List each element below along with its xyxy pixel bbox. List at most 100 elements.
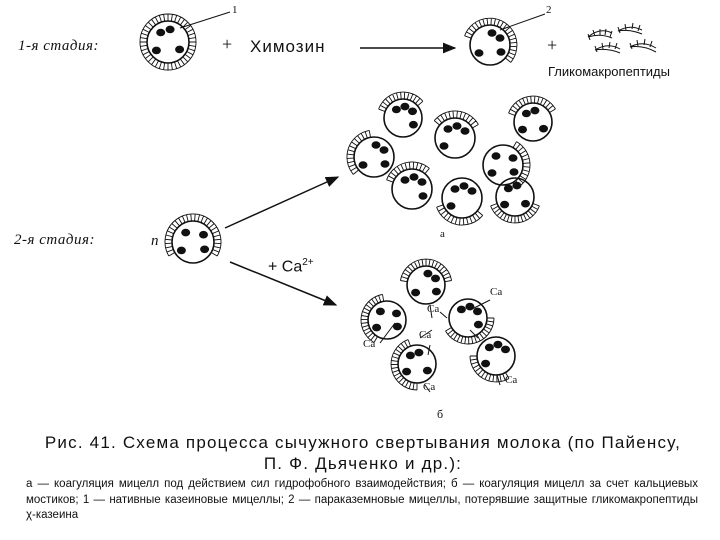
submicelle-blob — [501, 346, 510, 354]
submicelle-blob — [423, 367, 432, 375]
submicelle-blob — [400, 103, 409, 111]
submicelle-blob — [504, 185, 513, 193]
native-micelle — [140, 14, 196, 70]
submicelle-blob — [440, 142, 449, 150]
submicelle-blob — [381, 160, 390, 168]
kappa-casein-layer — [361, 294, 384, 342]
paracasein-micelle — [465, 18, 517, 65]
submicelle-blob — [497, 48, 506, 56]
submicelle-blob — [500, 201, 509, 209]
submicelle-blob — [156, 29, 165, 37]
submicelle-blob — [359, 161, 368, 169]
submicelle-blob — [401, 176, 410, 184]
submicelle-blob — [372, 141, 381, 149]
submicelle-blob — [376, 308, 385, 316]
kappa-casein-layer — [491, 204, 540, 224]
submicelle-blob — [406, 352, 415, 360]
micelle-count-n: n — [151, 233, 159, 250]
paracasein-micelle — [437, 178, 483, 225]
arrow-to-hydrophobic — [225, 177, 338, 228]
paracasein-micelle — [361, 294, 406, 342]
callout-2-leader — [500, 14, 545, 30]
calcium-ion-text: + Ca — [268, 258, 302, 275]
submicelle-blob — [492, 152, 501, 160]
callout-1-number: 1 — [232, 4, 238, 16]
submicelle-blob — [199, 231, 208, 239]
submicelle-blob — [444, 125, 453, 133]
submicelle-blob — [530, 107, 539, 115]
glycomacropeptide-fragments — [588, 23, 656, 53]
submicelle-blob — [468, 187, 477, 195]
submicelle-blob — [522, 110, 531, 118]
submicelle-blob — [409, 121, 418, 129]
plus-sign-1: + — [222, 34, 232, 55]
submicelle-blob — [521, 200, 530, 208]
submicelle-blob — [432, 288, 441, 296]
micelles-layer — [140, 14, 556, 390]
calcium-ion-label: + Ca2+ — [268, 257, 314, 276]
submicelle-blob — [518, 126, 527, 134]
submicelle-blob — [460, 182, 469, 190]
enzyme-chymosin-label: Химозин — [250, 37, 325, 57]
paracasein-micelle — [483, 142, 530, 189]
submicelle-blob — [431, 275, 440, 283]
submicelle-blob — [481, 360, 490, 368]
submicelle-blob — [166, 26, 175, 34]
submicelle-blob — [512, 182, 521, 190]
submicelle-blob — [408, 108, 417, 116]
ca-bridge-label: Ca — [423, 381, 435, 393]
paracasein-micelle — [400, 259, 451, 304]
submicelle-blob — [461, 127, 470, 135]
caption-line-1: Рис. 41. Схема процесса сычужного сверты… — [18, 432, 708, 453]
kappa-casein-layer — [437, 205, 483, 225]
submicelle-blob — [465, 303, 474, 311]
submicelle-blob — [200, 246, 209, 254]
paracasein-micelle — [379, 92, 423, 137]
submicelle-blob — [392, 310, 401, 318]
kappa-casein-layer — [347, 130, 371, 174]
submicelle-blob — [474, 321, 483, 329]
native-micelle-n — [165, 214, 221, 263]
paracasein-micelle — [509, 96, 556, 141]
ca-bridge-label: Ca — [505, 374, 517, 386]
submicelle-blob — [402, 368, 411, 376]
submicelle-blob — [418, 178, 427, 186]
submicelle-blob — [181, 229, 190, 237]
submicelle-blob — [447, 202, 456, 210]
calcium-ion-charge: 2+ — [302, 257, 313, 268]
stage2-label: 2-я стадия: — [14, 232, 95, 249]
figure-legend: а — коагуляция мицелл под действием сил … — [26, 477, 698, 524]
paracasein-micelle — [434, 111, 478, 158]
callout-1-leader — [180, 12, 230, 28]
submicelle-blob — [453, 122, 462, 130]
kappa-casein-layer — [470, 356, 509, 382]
submicelle-blob — [410, 173, 419, 181]
submicelle-blob — [457, 306, 466, 314]
variant-a-label: а — [440, 228, 445, 240]
legend-text: а — коагуляция мицелл под действием сил … — [26, 477, 698, 524]
submicelle-blob — [372, 324, 381, 332]
variant-b-label: б — [437, 407, 443, 422]
ca-bridge-label: Ca — [427, 303, 439, 315]
submicelle-blob — [493, 341, 502, 349]
submicelle-blob — [419, 192, 428, 200]
submicelle-blob — [509, 154, 518, 162]
submicelle-blob — [475, 49, 484, 57]
submicelle-blob — [423, 270, 432, 278]
submicelle-blob — [411, 289, 420, 297]
submicelle-blob — [488, 169, 497, 177]
paracasein-micelle — [446, 299, 495, 344]
submicelle-blob — [414, 349, 423, 357]
submicelle-blob — [175, 46, 184, 54]
submicelle-blob — [380, 146, 389, 154]
submicelle-blob — [473, 308, 482, 316]
ca-bridge-label: Ca — [419, 329, 431, 341]
submicelle-blob — [177, 247, 186, 255]
paracasein-micelle — [387, 162, 432, 209]
figure-caption: Рис. 41. Схема процесса сычужного сверты… — [18, 432, 708, 474]
submicelle-blob — [152, 47, 161, 55]
callout-2-number: 2 — [546, 4, 552, 16]
stage1-label: 1-я стадия: — [18, 38, 99, 55]
kappa-casein-layer — [140, 14, 196, 70]
plus-sign-2: + — [547, 35, 557, 56]
